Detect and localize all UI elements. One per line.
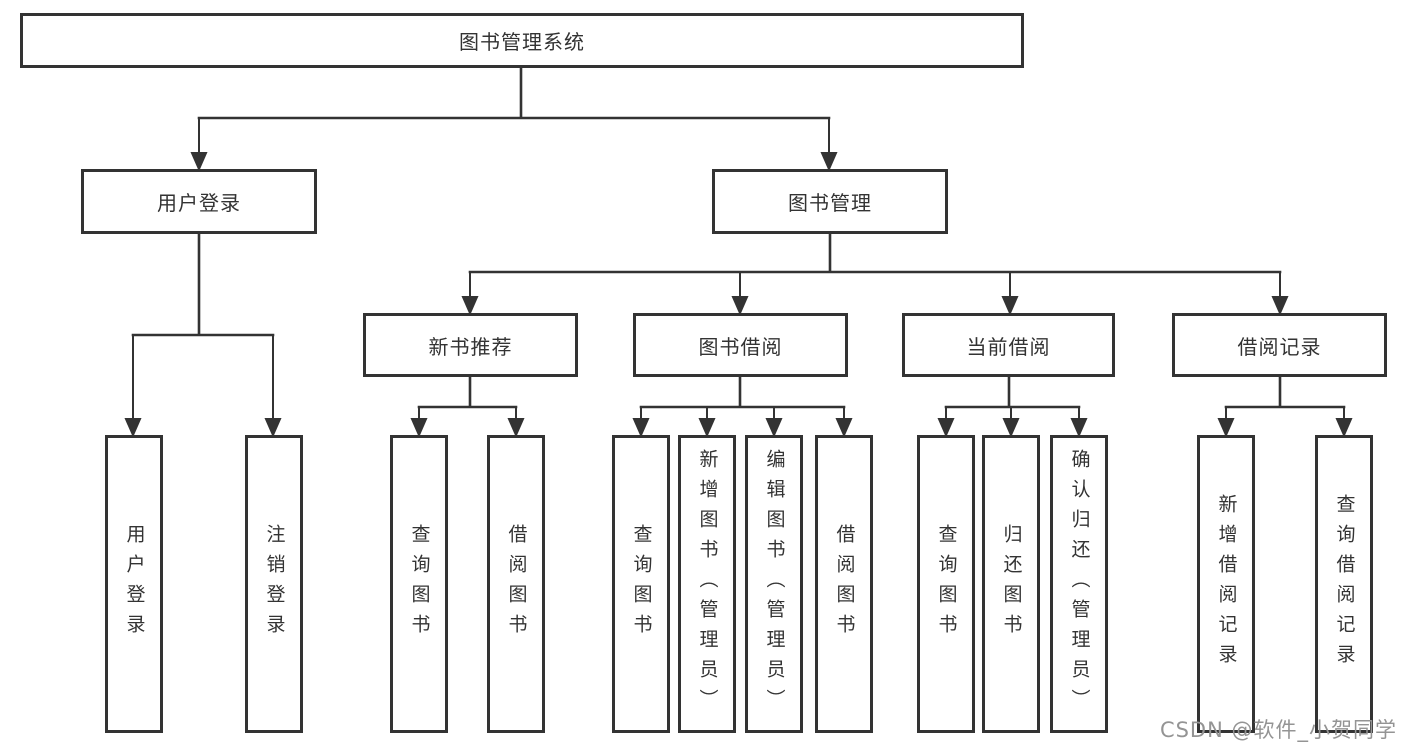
node-root: 图书管理系统 [20,13,1024,68]
node-leaf-cb-return-books: 归还图书 [982,435,1040,733]
node-leaf-logout-label: 注销登录 [263,524,286,644]
node-leaf-cb-return-books-label: 归还图书 [1000,524,1023,644]
node-leaf-cb-query-books: 查询图书 [917,435,975,733]
node-leaf-user-login-label: 用户登录 [123,524,146,644]
node-leaf-bb-query-books-label: 查询图书 [630,524,653,644]
csdn-watermark: CSDN @软件_小贺同学 [1159,718,1397,742]
node-book-mgmt-label: 图书管理 [788,191,872,215]
node-leaf-logout: 注销登录 [245,435,303,733]
edge-book-borrow-to-leaves [632,375,853,438]
node-leaf-bb-edit-books: 编辑图书（管理员） [745,435,803,733]
node-book-mgmt: 图书管理 [712,169,948,234]
node-leaf-bb-edit-books-label: 编辑图书（管理员） [763,449,786,719]
node-borrow-records: 借阅记录 [1172,313,1387,377]
edge-current-borrow-to-leaves [937,375,1088,438]
node-leaf-user-login: 用户登录 [105,435,163,733]
edge-new-book-rec-to-leaves [410,375,525,438]
node-book-borrow-label: 图书借阅 [698,334,783,359]
edge-root-to-level2 [190,66,838,172]
node-current-borrow: 当前借阅 [902,313,1115,377]
node-leaf-bb-query-books: 查询图书 [612,435,670,733]
node-leaf-br-query-record: 查询借阅记录 [1315,435,1373,733]
node-leaf-cb-confirm-return-label: 确认归还（管理员） [1068,449,1091,719]
edge-borrow-records-to-leaves [1217,375,1353,438]
node-leaf-bb-add-books-label: 新增图书（管理员） [696,449,719,719]
node-leaf-cb-confirm-return: 确认归还（管理员） [1050,435,1108,733]
node-borrow-records-label: 借阅记录 [1237,334,1322,359]
node-user-login: 用户登录 [81,169,317,234]
node-leaf-br-add-record-label: 新增借阅记录 [1215,494,1238,674]
node-leaf-nbr-query-books-label: 查询图书 [408,524,431,644]
node-new-book-rec-label: 新书推荐 [428,334,513,359]
node-leaf-bb-add-books: 新增图书（管理员） [678,435,736,733]
edge-book-mgmt-to-level3 [461,232,1289,316]
edge-user-login-to-leaves [124,232,282,438]
node-leaf-cb-query-books-label: 查询图书 [935,524,958,644]
node-leaf-br-add-record: 新增借阅记录 [1197,435,1255,733]
node-user-login-label: 用户登录 [157,191,241,215]
node-current-borrow-label: 当前借阅 [966,334,1051,359]
node-leaf-nbr-borrow-books-label: 借阅图书 [505,524,528,644]
node-root-label: 图书管理系统 [459,30,585,54]
node-leaf-bb-borrow-books: 借阅图书 [815,435,873,733]
node-book-borrow: 图书借阅 [633,313,848,377]
node-leaf-bb-borrow-books-label: 借阅图书 [833,524,856,644]
node-new-book-rec: 新书推荐 [363,313,578,377]
node-leaf-nbr-borrow-books: 借阅图书 [487,435,545,733]
node-leaf-nbr-query-books: 查询图书 [390,435,448,733]
node-leaf-br-query-record-label: 查询借阅记录 [1333,494,1356,674]
